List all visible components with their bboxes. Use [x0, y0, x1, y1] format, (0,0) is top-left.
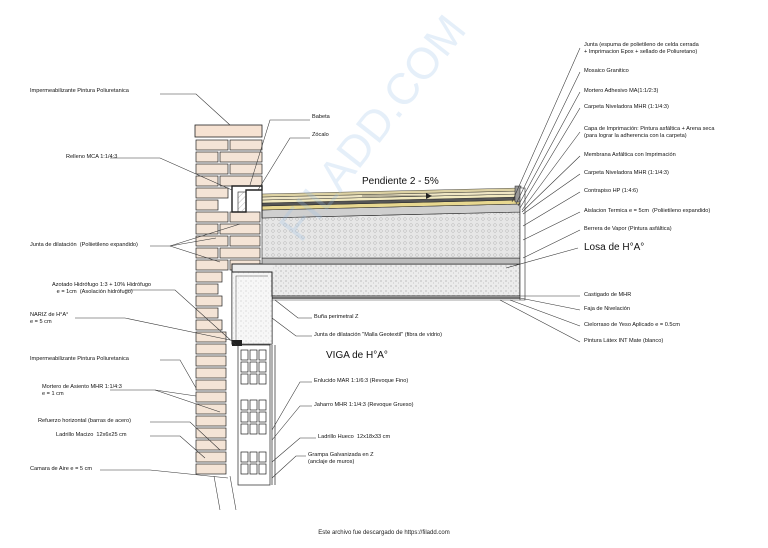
label-refuerzo: Refuerzo horizontal (barras de acero) [38, 418, 131, 424]
label-zocalo: Zócalo [312, 132, 329, 138]
label-capa-imprimacion: Capa de Imprimación: Pintura asfáltica +… [584, 126, 715, 139]
label-faja: Faja de Nivelación [584, 306, 631, 312]
label-relleno: Relleno MCA 1:1/4:3 [66, 154, 118, 160]
label-carpeta-1: Carpeta Niveladora MHR (1:1/4:3) [584, 104, 669, 110]
download-footer: Este archivo fue descargado de https://f… [318, 530, 450, 536]
label-ladrillo-hueco: Ladrillo Hueco 12x18x33 cm [318, 434, 391, 440]
label-contrapiso: Contrapiso HP (1:4:6) [584, 188, 638, 194]
brick-parapet [194, 124, 263, 475]
label-mortero-adhesivo: Mortero Adhesivo MA(1:1/2:3) [584, 88, 659, 94]
label-grampa: Grampa Galvanizada en Z (anclaje de muro… [308, 452, 374, 465]
roof-layers [261, 185, 522, 265]
label-azotado: Azotado Hidrófugo 1:3 + 10% Hidrófugo e … [52, 282, 152, 295]
label-carpeta-2: Carpeta Niveladora MHR (1:1/4:3) [584, 170, 669, 176]
concrete-beam [231, 271, 273, 346]
label-enlucido: Enlucido MAR 1:1/6:3 (Revoque Fino) [314, 378, 409, 384]
label-pendiente: Pendiente 2 - 5% [362, 176, 439, 187]
label-buna: Buña perimetral Z [314, 314, 359, 320]
label-losa: Losa de H°A° [584, 242, 645, 253]
label-junta: Junta (espuma de polietileno de celda ce… [584, 42, 699, 55]
label-pintura-latex: Pintura Látex INT Mate (blanco) [584, 338, 664, 344]
label-castigado: Castigado de MHR [584, 292, 632, 298]
label-cielorraso: Cielorraso de Yeso Aplicado e = 0.5cm [584, 322, 680, 328]
label-impermeabilizante-1: Impermeabilizante Pintura Poliuretanica [30, 88, 129, 94]
hollow-brick-wall [237, 344, 276, 486]
label-junta-malla: Junta de dilatación "Malla Geotextil" (f… [314, 332, 443, 338]
label-junta-dilatacion: Junta de dilatación (Poliietileno expand… [30, 242, 138, 248]
label-ladrillo-macizo: Ladrillo Macizo 12x6x25 cm [56, 432, 127, 438]
label-impermeabilizante-2: Impermeabilizante Pintura Poliuretanica [30, 356, 129, 362]
concrete-slab [231, 263, 521, 301]
label-barrera-vapor: Berrera de Vapor (Pintura asfáltica) [584, 226, 672, 232]
label-viga: VIGA de H°A° [326, 350, 388, 361]
label-mosaico: Mosaico Granitico [584, 68, 629, 74]
label-mortero-asiento: Mortero de Asiento MHR 1:1/4:3 e = 1 cm [42, 384, 122, 397]
label-jaharro: Jaharro MHR 1:1/4:3 (Revoque Grueso) [314, 402, 414, 408]
label-membrana: Membrana Asfáltica con Imprimación [584, 152, 676, 158]
slab-edge [519, 187, 526, 301]
leader-lines [75, 47, 581, 511]
label-nariz: NARIZ de H°A° e = 5 cm [30, 312, 69, 325]
label-babeta: Babeta [312, 114, 330, 120]
label-camara-aire: Camara de Aire e = 5 cm [30, 466, 93, 472]
label-aislacion: Aislacion Termica e = 5cm (Poliietileno … [584, 208, 711, 214]
